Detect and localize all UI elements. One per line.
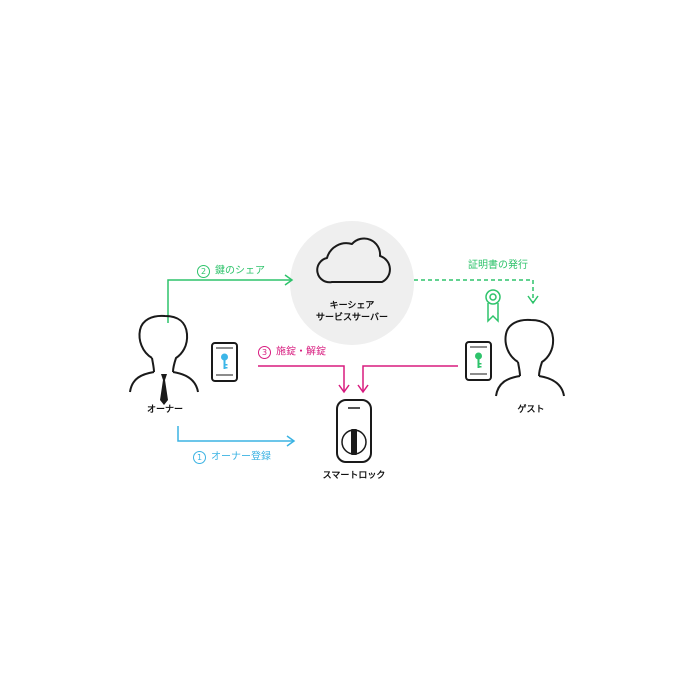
step-number-2: 2 xyxy=(197,265,210,278)
step-share-text: 鍵のシェア xyxy=(215,265,265,277)
share-arrow xyxy=(167,274,294,323)
guest-label: ゲスト xyxy=(517,405,545,415)
step-lock-unlock-label: 3 施錠・解錠 xyxy=(258,346,326,360)
certificate-label: 証明書の発行 xyxy=(468,260,528,271)
owner-label: オーナー xyxy=(146,405,183,415)
smart-lock-label: スマートロック xyxy=(322,471,386,481)
register-arrow xyxy=(177,426,296,447)
person-with-tie-icon xyxy=(129,314,199,393)
server-label: キーシェア サービスサーバー xyxy=(302,300,402,324)
certificate-arrow xyxy=(414,279,539,305)
step-register-label: 1 オーナー登録 xyxy=(193,451,271,465)
owner-smartphone-key-icon xyxy=(211,342,238,382)
necktie-icon xyxy=(160,374,168,405)
lock-unlock-arrow-guest xyxy=(357,365,458,394)
step-number-3: 3 xyxy=(258,346,271,359)
cloud-icon xyxy=(316,237,391,284)
step-number-1: 1 xyxy=(193,451,206,464)
step-lock-unlock-text: 施錠・解錠 xyxy=(276,346,326,358)
person-icon xyxy=(495,318,565,397)
server-label-line1: キーシェア xyxy=(329,301,375,311)
step-share-label: 2 鍵のシェア xyxy=(197,265,265,279)
smart-lock-icon xyxy=(336,399,372,463)
step-register-text: オーナー登録 xyxy=(211,451,271,463)
server-label-line2: サービスサーバー xyxy=(316,313,388,323)
lock-unlock-arrow-owner xyxy=(258,365,350,394)
award-ribbon-icon xyxy=(485,289,501,323)
guest-smartphone-key-icon xyxy=(465,341,492,381)
